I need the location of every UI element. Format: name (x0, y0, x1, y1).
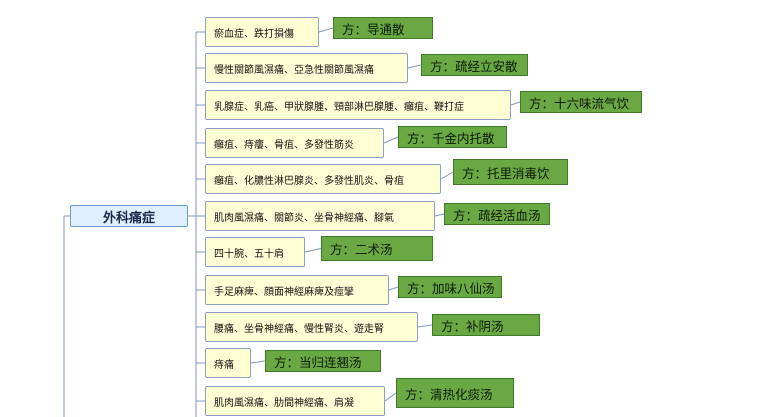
condition-node[interactable]: 乳腺症、乳癌、甲狀腺腫、頸部淋巴腺腫、癰疽、鞭打症 (205, 90, 511, 120)
condition-node[interactable]: 肌肉風濕痛、關節炎、坐骨神經痛、腳氣 (205, 201, 435, 231)
condition-node[interactable]: 痔痛 (205, 348, 251, 378)
condition-node[interactable]: 慢性關節風濕痛、亞急性關節風濕痛 (205, 53, 408, 83)
condition-label: 痔痛 (214, 359, 234, 371)
formula-node[interactable]: 方：托里消毒饮 (453, 159, 568, 185)
formula-node[interactable]: 方：二术汤 (321, 236, 433, 261)
condition-label: 慢性關節風濕痛、亞急性關節風濕痛 (214, 64, 374, 76)
formula-label: 方：加味八仙汤 (407, 280, 495, 296)
condition-label: 肌肉風濕痛、肋間神經痛、肩凝 (214, 397, 354, 409)
condition-label: 癰疽、化膿性淋巴腺炎、多發性肌炎、骨疽 (214, 175, 404, 187)
formula-label: 方：疏经立安散 (430, 58, 518, 74)
condition-node[interactable]: 瘀血症、跌打損傷 (205, 17, 319, 47)
formula-connector (434, 213, 445, 217)
formula-label: 方：补阴汤 (441, 318, 504, 334)
formula-connector (417, 324, 433, 328)
formula-connector (407, 64, 422, 69)
condition-node[interactable]: 肌肉風濕痛、肋間神經痛、肩凝 (205, 386, 385, 416)
formula-node[interactable]: 方：当归连翘汤 (265, 350, 381, 372)
formula-node[interactable]: 方：疏经立安散 (421, 54, 528, 76)
formula-node[interactable]: 方：十六味流气饮 (520, 91, 642, 113)
formula-connector (318, 27, 334, 33)
formula-label: 方：导通散 (342, 21, 405, 37)
condition-label: 乳腺症、乳癌、甲狀腺腫、頸部淋巴腺腫、癰疽、鞭打症 (214, 101, 464, 113)
root-label: 外科痛症 (102, 210, 155, 226)
condition-node[interactable]: 手足麻痺、顔面神經麻痺及痙攣 (205, 275, 389, 305)
formula-connector (510, 101, 521, 106)
formula-node[interactable]: 方：清热化痰汤 (396, 378, 514, 408)
condition-node[interactable]: 四十腕、五十肩 (205, 237, 305, 267)
formula-connector (388, 286, 399, 291)
formula-label: 方：当归连翘汤 (274, 354, 362, 370)
formula-connector (250, 360, 266, 364)
root-node[interactable]: 外科痛症 (70, 205, 188, 227)
condition-node[interactable]: 癰疽、化膿性淋巴腺炎、多發性肌炎、骨疽 (205, 164, 441, 194)
formula-label: 方：清热化痰汤 (405, 386, 493, 402)
formula-connector (384, 392, 397, 402)
formula-label: 方：千金内托散 (407, 130, 495, 146)
formula-label: 方：疏经活血汤 (453, 207, 541, 223)
condition-label: 瘀血症、跌打損傷 (214, 28, 294, 40)
formula-connector (440, 171, 454, 180)
formula-label: 方：托里消毒饮 (462, 165, 550, 181)
formula-node[interactable]: 方：补阴汤 (432, 314, 540, 336)
formula-node[interactable]: 方：加味八仙汤 (398, 276, 502, 298)
formula-label: 方：二术汤 (330, 242, 393, 257)
formula-node[interactable]: 方：导通散 (333, 17, 433, 39)
condition-label: 手足麻痺、顔面神經麻痺及痙攣 (214, 286, 354, 298)
formula-label: 方：十六味流气饮 (529, 95, 630, 111)
formula-node[interactable]: 方：千金内托散 (398, 126, 507, 148)
condition-node[interactable]: 癰疽、痔瘻、骨疽、多發性筋炎 (205, 128, 384, 158)
formula-node[interactable]: 方：疏经活血汤 (444, 203, 550, 225)
condition-label: 四十腕、五十肩 (214, 248, 284, 260)
formula-connector (383, 136, 399, 144)
condition-node[interactable]: 腰痛、坐骨神經痛、慢性腎炎、遊走腎 (205, 312, 418, 342)
condition-label: 肌肉風濕痛、關節炎、坐骨神經痛、腳氣 (214, 212, 394, 224)
condition-label: 癰疽、痔瘻、骨疽、多發性筋炎 (214, 139, 354, 151)
condition-label: 腰痛、坐骨神經痛、慢性腎炎、遊走腎 (214, 323, 384, 335)
formula-connector (304, 248, 322, 253)
